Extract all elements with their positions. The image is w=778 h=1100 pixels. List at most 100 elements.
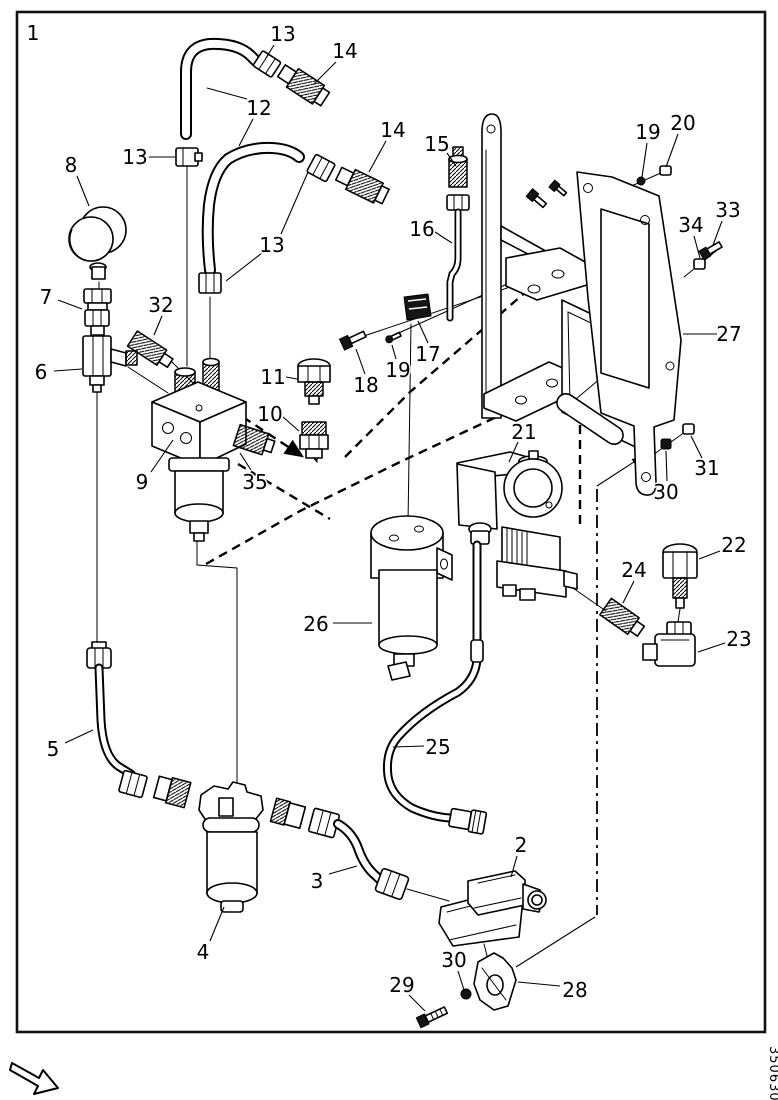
adapter-14: [334, 166, 390, 205]
leader-line-7: [57, 299, 83, 310]
figure-number: 350630: [766, 1046, 778, 1100]
leader-line-33: [712, 220, 723, 246]
hose-25: [383, 540, 488, 835]
nut-31: [682, 423, 695, 435]
leader-line-19: [641, 142, 648, 178]
elbow-17: [403, 293, 432, 321]
hose-sleeve: [470, 639, 484, 663]
nut: [307, 807, 341, 839]
callout-16: 16: [409, 217, 434, 241]
leader-line-22: [698, 550, 721, 560]
leader-line-24: [622, 580, 635, 604]
solenoid-valve-21: [456, 450, 578, 601]
nipple-fitting: [152, 775, 192, 809]
nut: [118, 769, 148, 799]
callout-29: 29: [389, 973, 414, 997]
callout-10: 10: [257, 402, 282, 426]
callout-28: 28: [562, 978, 587, 1002]
fitting-11: [297, 358, 331, 405]
callout-30: 30: [653, 480, 678, 504]
leader-line-30: [665, 450, 668, 482]
fitting-10: [299, 421, 329, 459]
leader-line-28: [517, 981, 561, 987]
tee-fitting-6: [82, 335, 138, 393]
callout-21: 21: [511, 420, 536, 444]
callout-31: 31: [694, 456, 719, 480]
callout-5: 5: [47, 737, 60, 761]
pin-19: [385, 331, 402, 344]
leader-line-35: [239, 452, 252, 471]
nut-13: [252, 50, 282, 78]
hose-12-upper: [180, 37, 262, 140]
callout-4: 4: [197, 940, 210, 964]
callout-25: 25: [425, 735, 450, 759]
callout-23: 23: [726, 627, 751, 651]
leader-line-30: [457, 970, 465, 991]
bolt-18: [338, 330, 367, 351]
leader-line-13: [265, 44, 275, 59]
leader-line-11: [285, 376, 298, 380]
callout-24: 24: [621, 558, 646, 582]
leader-line-15: [446, 152, 457, 167]
callout-11: 11: [260, 365, 285, 389]
callout-34: 34: [678, 213, 703, 237]
leader-line-10: [282, 416, 300, 432]
callout-13: 13: [259, 233, 284, 257]
callout-13: 13: [122, 145, 147, 169]
leader-line-23: [697, 642, 726, 653]
leader-line-13: [280, 171, 309, 235]
nipple-fitting: [269, 797, 307, 830]
pump-bracket-28: [473, 952, 517, 1011]
callout-26: 26: [303, 612, 328, 636]
callout-13: 13: [270, 22, 295, 46]
callout-19: 19: [385, 358, 410, 382]
pipe-16: [446, 194, 470, 322]
leader-line-20: [665, 133, 679, 168]
nut-20: [659, 165, 672, 176]
nut-30: [660, 438, 672, 450]
callout-7: 7: [40, 285, 53, 309]
callout-15: 15: [424, 132, 449, 156]
bolt-29: [415, 1006, 449, 1029]
leader-line-8: [76, 175, 90, 207]
callout-2: 2: [515, 833, 528, 857]
leader-line-14: [313, 61, 337, 85]
fitting-15: [448, 146, 468, 188]
mounting-bracket-front: [481, 113, 588, 422]
bolt-33: [698, 241, 723, 261]
fitting-24: [599, 597, 646, 637]
nut-34: [693, 258, 706, 270]
leader-line-17: [417, 320, 429, 344]
drain-nut: [189, 520, 209, 534]
callout-8: 8: [65, 153, 78, 177]
fitting-32: [126, 330, 174, 369]
connector-nut: [374, 867, 410, 901]
nut-13: [198, 272, 222, 294]
direction-arrow-icon: [9, 1062, 59, 1095]
leader-line-16: [434, 231, 453, 244]
leader-line-13: [225, 252, 263, 282]
nut-13: [306, 153, 336, 183]
callout-35: 35: [242, 470, 267, 494]
leader-line-19: [391, 344, 397, 360]
leader-line-3: [328, 865, 358, 875]
pipe-3: [333, 819, 410, 901]
valve-block-9: [151, 357, 276, 542]
leader-line-6: [53, 368, 83, 372]
leader-line-32: [153, 315, 163, 336]
callout-27: 27: [716, 322, 741, 346]
nut-30: [460, 988, 472, 1000]
bowl-collar: [168, 457, 230, 472]
callout-12: 12: [246, 96, 271, 120]
elbow-23: [642, 621, 696, 667]
callout-14: 14: [380, 118, 405, 142]
callout-22: 22: [721, 533, 746, 557]
callout-30: 30: [441, 948, 466, 972]
leader-line-12: [238, 118, 254, 147]
hose-connector: [448, 807, 488, 835]
callout-20: 20: [670, 111, 695, 135]
leader-line-21: [508, 441, 519, 463]
